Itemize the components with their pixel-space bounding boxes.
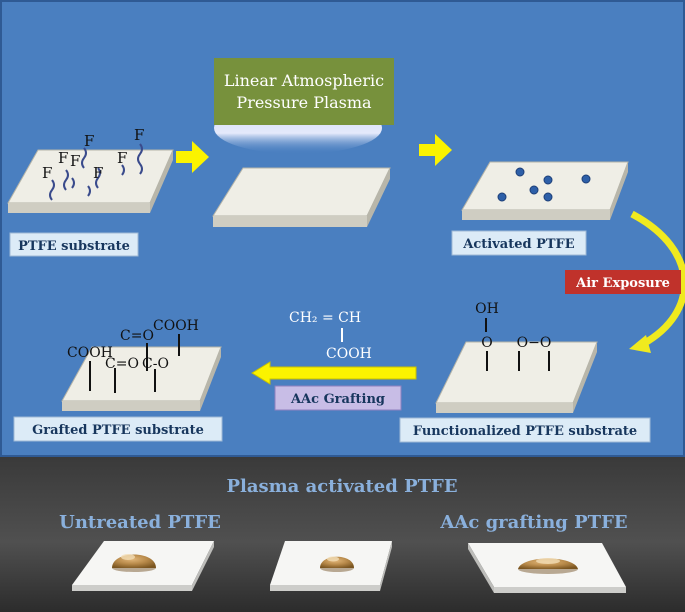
substrate-front [462, 210, 610, 220]
substrate-top [212, 167, 391, 217]
contact-angle-photo: Plasma activated PTFE Untreated PTFE AAc… [0, 457, 685, 612]
fluorine-label: F [117, 149, 127, 167]
fluorine-label: F [70, 152, 80, 170]
substrate-side [200, 347, 221, 411]
oxygen-label: O [481, 335, 492, 351]
carbonyl-label: C=O [120, 328, 154, 344]
slab-front [494, 587, 626, 593]
svg-text:PTFE substrate: PTFE substrate [18, 239, 130, 254]
substrate-front [62, 401, 200, 411]
substrate-front [213, 216, 367, 227]
sample-untreated [72, 541, 214, 591]
label-activated-ptfe: Activated PTFE [451, 230, 587, 256]
substrate-ptfe: F F F F F F F [7, 126, 174, 213]
substrate-plasma [212, 167, 391, 227]
radical-dots [497, 167, 591, 202]
label-functionalized: Functionalized PTFE substrate [399, 417, 651, 443]
substrate-front [8, 203, 150, 213]
fluorine-label: F [58, 149, 68, 167]
carbonyl-label: C=O [105, 356, 139, 372]
photo-label-right: AAc grafting PTFE [439, 512, 627, 533]
fluorine-label: F [134, 126, 144, 144]
curved-arrow [630, 210, 685, 348]
svg-text:Activated PTFE: Activated PTFE [462, 237, 574, 252]
drop-highlight [327, 556, 339, 562]
slab-side [192, 541, 214, 591]
svg-text:Air Exposure: Air Exposure [575, 276, 670, 291]
ether-label: C-O [142, 356, 169, 372]
arrow-right-1 [176, 141, 209, 173]
acrylic-acid-structure: CH₂ = CH COOH [289, 310, 372, 362]
monomer-top: CH₂ = CH [289, 310, 361, 326]
label-ptfe-substrate: PTFE substrate [9, 232, 139, 257]
svg-text:AAc Grafting: AAc Grafting [290, 392, 385, 407]
slab-front [270, 585, 380, 591]
fluorine-label: F [84, 132, 94, 150]
grafted-chains [89, 334, 180, 393]
drop-highlight [536, 558, 560, 564]
curved-arrow-head [629, 335, 651, 353]
monomer-bottom: COOH [326, 346, 372, 362]
photo-label-left: Untreated PTFE [59, 512, 221, 533]
sample-aac-grafted [468, 543, 626, 593]
substrate-front [436, 403, 573, 413]
fluorine-label: F [42, 164, 52, 182]
substrate-side [367, 168, 390, 227]
substrate-functionalized: OH O O−O [435, 301, 598, 413]
fluorine-chains [49, 143, 143, 201]
substrate-grafted: COOH COOH C=O C=O C-O [61, 318, 222, 411]
svg-text:Grafted PTFE substrate: Grafted PTFE substrate [32, 423, 204, 438]
substrate-side [610, 162, 628, 220]
drop-highlight [121, 554, 135, 560]
plasma-source: Linear Atmospheric Pressure Plasma [214, 58, 394, 154]
label-grafted: Grafted PTFE substrate [13, 416, 223, 442]
arrow-left-grafting [251, 361, 417, 385]
sample-plasma-activated [270, 541, 392, 591]
slab-side [468, 543, 494, 593]
slab-side [380, 541, 392, 591]
functional-bonds [485, 318, 550, 371]
slab-front [72, 585, 192, 591]
hydroperoxide-oh: OH [475, 301, 499, 317]
substrate-side [573, 342, 597, 413]
process-diagram: Linear Atmospheric Pressure Plasma F F F… [0, 0, 685, 457]
carboxyl-label: COOH [153, 318, 199, 334]
carboxyl-label: COOH [67, 345, 113, 361]
plasma-title-line1: Linear Atmospheric [224, 71, 384, 90]
arrow-right-2 [419, 134, 452, 166]
label-aac-grafting: AAc Grafting [274, 385, 402, 411]
substrate-activated [461, 161, 629, 220]
fluorine-label: F [93, 164, 103, 182]
photo-label-center: Plasma activated PTFE [226, 476, 457, 497]
plasma-box [214, 58, 394, 125]
substrate-side [150, 150, 173, 213]
plasma-title-line2: Pressure Plasma [236, 93, 372, 112]
substrate-top [461, 161, 629, 211]
label-air-exposure: Air Exposure [565, 270, 681, 294]
peroxide-label: O−O [517, 335, 552, 351]
svg-text:Functionalized PTFE substrate: Functionalized PTFE substrate [413, 424, 637, 439]
